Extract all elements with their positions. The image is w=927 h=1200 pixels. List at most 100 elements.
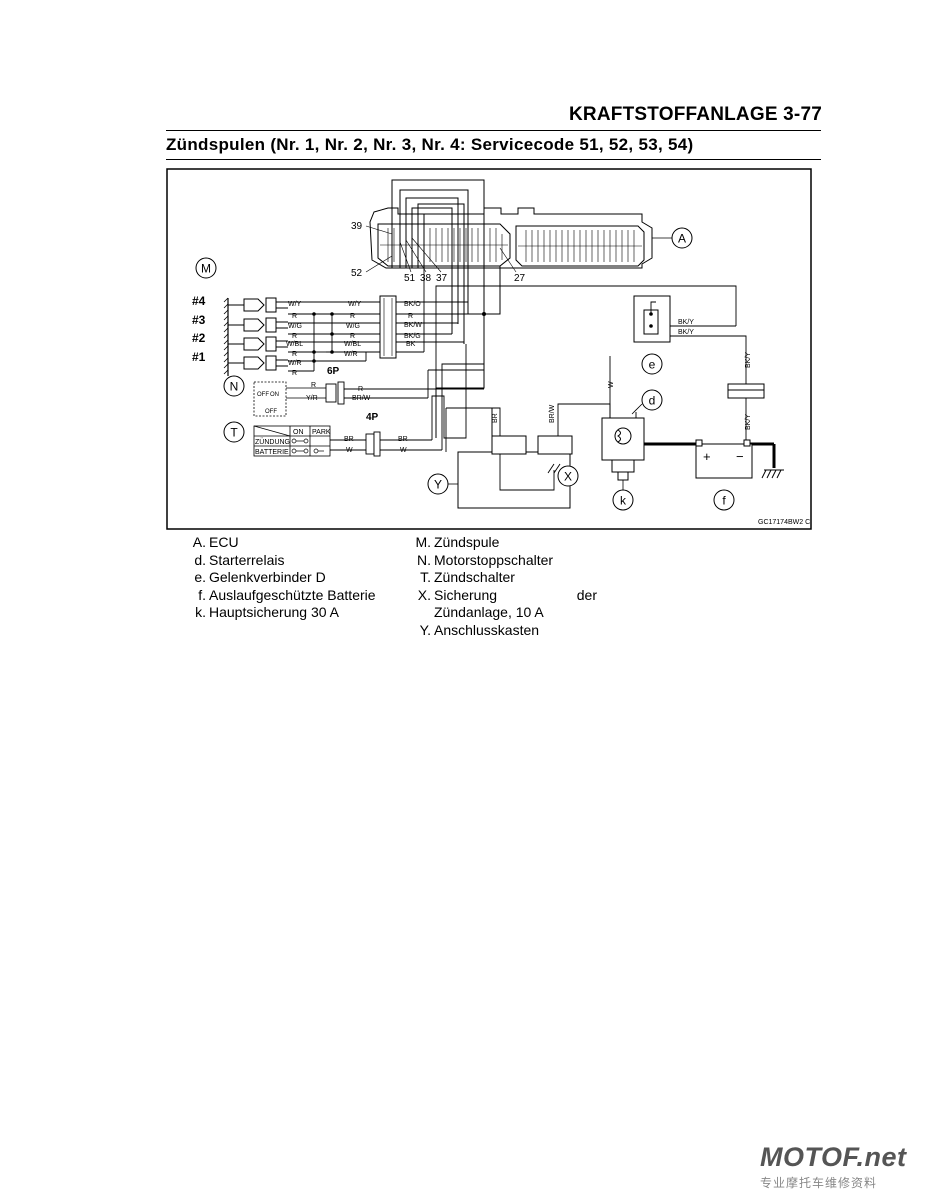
battery-plus: + [703,449,711,464]
ign-table-batterie: BATTERIE [255,449,289,456]
wire-label: R [292,333,297,340]
wire-label: R [350,333,355,340]
legend-item: T.Zündschalter [420,569,515,585]
wire-label: W [346,447,353,454]
legend-item: e.Gelenkverbinder D [194,569,326,585]
legend-item: A.ECU [192,534,239,550]
legend-left: A.ECU d.Starterrelais e.Gelenkverbinder … [186,534,386,622]
wire-label: BR [398,436,408,443]
callout-N-label: N [230,380,239,394]
wiring-diagram: A 39 52 51 38 37 27 M #4 #3 #2 #1 [166,168,812,530]
coil-2-label: #2 [192,331,206,345]
wire-label: W/BL [286,341,303,348]
pin-27: 27 [514,273,526,284]
wire-label: R [358,386,363,393]
wire-label: W [608,381,615,388]
callout-N [223,375,245,397]
legend-item: N.Motorstoppschalter [417,551,554,568]
wire-label: BK/Y [745,414,752,430]
watermark-subtitle: 专业摩托车维修资料 [760,1176,878,1190]
wire-label: BK/Y [678,329,694,336]
wire-label: W/BL [344,341,361,348]
callout-A [671,227,693,249]
ign-table-zuendung: ZÜNDUNG [255,438,290,446]
legend-item: Y.Anschlusskasten [419,621,540,638]
callout-k-label: k [620,494,627,508]
watermark-logo: MOTOF.net [760,1142,907,1172]
callout-e [641,353,663,375]
callout-X-label: X [564,470,572,484]
pin-52: 52 [351,268,363,279]
callout-d [641,389,663,411]
legend-item: d.Starterrelais [194,551,285,568]
battery-minus: − [736,449,744,464]
stop-switch-on: ON [270,392,279,398]
joint-connector-e [633,295,671,343]
callout-A-label: A [678,232,686,246]
pin-38: 38 [420,273,432,284]
wire-label: BK/O [404,301,421,308]
wire-label: R [292,351,297,358]
wire-label: BK [406,341,416,348]
wire-label: W/R [344,351,358,358]
pin-51: 51 [404,273,416,284]
coil-1-connector [228,355,288,371]
battery [695,439,753,479]
section-rule [166,159,821,160]
legend-right: M.Zündspule N.Motorstoppschalter T.Zünds… [411,534,597,639]
coil-wiring [288,268,485,388]
legend-item: f.Auslaufgeschützte Batterie [198,586,376,603]
wire-label: BR [344,436,354,443]
ign-table-on: ON [293,429,304,436]
wire-label: BR/W [352,395,371,402]
wiring-diagram-svg: A 39 52 51 38 37 27 M #4 #3 #2 #1 [166,168,812,530]
wire-label: W/Y [288,301,302,308]
callout-M-label: M [201,262,211,276]
header-rule [166,130,821,131]
coil-connectors [228,297,288,371]
callout-T [223,421,245,443]
coil-ground [223,297,229,376]
wire-label: BR/W [549,404,556,423]
connector-6p-label: 6P [327,366,340,377]
wire-label: BK/W [404,322,422,329]
connector-4p-label: 4P [366,412,379,423]
wire-label: BK/G [404,333,421,340]
bky-connector [727,383,765,399]
coil-1-label: #1 [192,350,206,364]
coil-4-label: #4 [192,294,206,308]
ground-symbol [761,469,784,479]
connector-6p [379,295,397,359]
legend-item: k.Hauptsicherung 30 A [195,604,339,620]
callout-Y-label: Y [434,478,442,492]
stop-switch-connector [325,381,345,405]
wire-label: R [292,313,297,320]
wire-label: W/G [346,323,360,330]
callout-M [195,257,217,279]
stop-switch-off-top: OFF [257,392,269,398]
wire-label: BR [492,413,499,423]
watermark: MOTOF.net 专业摩托车维修资料 [758,1142,922,1192]
diagram-frame [166,168,812,530]
page-header-title: KRAFTSTOFFANLAGE 3-77 [569,104,822,125]
wire-label: W [400,447,407,454]
pin-39: 39 [351,221,363,232]
callout-f-label: f [722,494,726,508]
wire-label: R [311,382,316,389]
coil-2-connector [228,336,288,352]
wire-label: BK/Y [678,319,694,326]
callout-d-label: d [649,394,656,408]
stop-switch-off-bottom: OFF [265,409,277,415]
wire-label: W/R [288,360,302,367]
wire-label: BK/Y [745,352,752,368]
wire-label: R [408,313,413,320]
callout-T-label: T [230,426,238,440]
starter-relay [601,417,645,481]
wire-label: Y/R [306,395,318,402]
legend-item: X.Sicherung der Zündanlage, 10 A [417,586,597,621]
image-code: GC17174BW2 C [758,519,810,526]
ign-table-park: PARK [312,429,331,436]
callout-e-label: e [649,358,656,372]
ignition-switch-connector [365,431,381,457]
legend-item: M.Zündspule [415,534,500,550]
